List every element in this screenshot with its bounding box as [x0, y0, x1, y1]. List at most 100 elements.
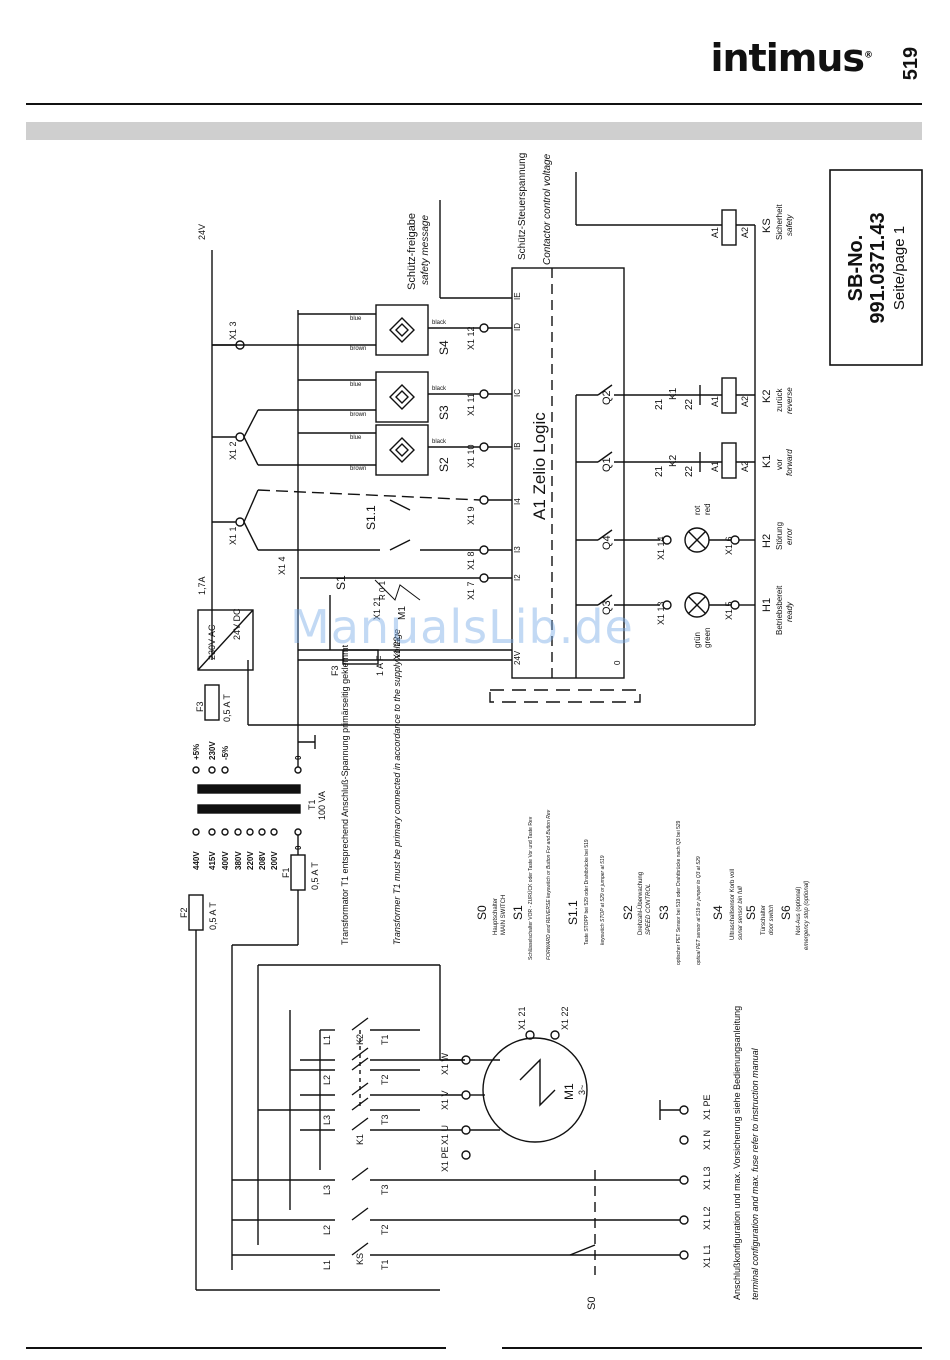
svg-text:Türschalter: Türschalter — [761, 905, 767, 935]
svg-text:L3: L3 — [322, 1115, 332, 1125]
svg-text:T2: T2 — [380, 1074, 390, 1085]
svg-text:A1: A1 — [710, 461, 720, 472]
header-rule — [26, 103, 922, 105]
svg-text:X1 V: X1 V — [440, 1090, 450, 1110]
svg-text:X1 7: X1 7 — [466, 581, 476, 600]
svg-text:21: 21 — [654, 398, 665, 410]
svg-text:H2: H2 — [761, 534, 773, 548]
svg-text:Schütz-Steuerspannung: Schütz-Steuerspannung — [517, 153, 528, 260]
svg-text:safety message: safety message — [420, 215, 431, 285]
svg-text:Q3: Q3 — [601, 600, 613, 615]
svg-text:F1: F1 — [281, 867, 291, 878]
fuse-f3: F3 0,5 A T — [195, 684, 232, 722]
svg-text:0: 0 — [294, 755, 303, 760]
svg-text:3~: 3~ — [577, 1085, 587, 1095]
svg-text:230V: 230V — [208, 741, 217, 760]
svg-text:X1 8: X1 8 — [466, 551, 476, 570]
svg-text:F2: F2 — [179, 907, 189, 918]
svg-text:Drehzahl-Überwachung: Drehzahl-Überwachung — [637, 872, 644, 935]
svg-text:Schlüsselschalter VOR - ZURÜCK: Schlüsselschalter VOR - ZURÜCK oder Tast… — [527, 816, 534, 960]
svg-text:blue: blue — [350, 382, 362, 388]
svg-text:0,5 A T: 0,5 A T — [310, 862, 320, 890]
svg-text:S1.1: S1.1 — [364, 505, 378, 530]
svg-text:S2: S2 — [437, 457, 451, 472]
svg-text:KS: KS — [355, 1253, 365, 1265]
svg-text:ready: ready — [785, 601, 794, 622]
svg-text:S2: S2 — [621, 905, 635, 920]
svg-text:Sicherheit: Sicherheit — [775, 204, 784, 240]
svg-text:S5: S5 — [744, 905, 758, 920]
lamp-h1: X1 13 X1 5 grün green H1 Betriebsbereit … — [656, 585, 794, 648]
svg-text:SPEED CONTROL: SPEED CONTROL — [646, 884, 652, 935]
svg-text:brown: brown — [350, 346, 366, 352]
fuse-main-label: 1,7A — [197, 576, 207, 595]
svg-text:X1 3: X1 3 — [228, 321, 238, 340]
svg-text:Störung: Störung — [775, 522, 784, 550]
power-supply: 230V AC 24V DC — [197, 608, 254, 671]
svg-text:A1: A1 — [710, 227, 720, 238]
footer-rule-right — [502, 1347, 922, 1349]
svg-text:T3: T3 — [380, 1114, 390, 1125]
svg-text:R 0 1: R 0 1 — [378, 580, 387, 600]
grey-band — [26, 122, 922, 140]
svg-text:I4: I4 — [513, 498, 522, 505]
svg-text:K2: K2 — [761, 390, 773, 403]
svg-text:K2: K2 — [668, 454, 679, 467]
svg-text:X1 U: X1 U — [440, 1125, 450, 1145]
svg-text:I2: I2 — [513, 574, 522, 581]
svg-text:S3: S3 — [657, 905, 671, 920]
svg-text:208V: 208V — [258, 851, 267, 870]
svg-text:L3: L3 — [322, 1185, 332, 1195]
svg-text:X1 PE: X1 PE — [440, 1146, 450, 1172]
contactor-k1: K1 — [300, 1047, 420, 1145]
svg-text:reverse: reverse — [785, 387, 794, 414]
svg-text:brown: brown — [350, 412, 366, 418]
svg-text:Q1: Q1 — [601, 457, 613, 472]
svg-text:KS: KS — [761, 218, 773, 233]
svg-text:A2: A2 — [740, 227, 750, 238]
svg-text:IC: IC — [513, 389, 522, 397]
psu-in-label: 230V AC — [207, 624, 217, 660]
svg-text:IE: IE — [513, 292, 522, 300]
plc-outputs: Q2 Q1 Q4 Q3 — [575, 384, 680, 678]
sensor-s2: S2 X1 10 blue brown black — [258, 424, 512, 476]
svg-text:22: 22 — [684, 398, 695, 410]
sb-number: 991.0371.43 — [867, 212, 889, 323]
brand-logo: intimus® — [710, 36, 873, 80]
svg-text:T2: T2 — [380, 1224, 390, 1235]
svg-text:440V: 440V — [192, 851, 201, 870]
svg-text:A2: A2 — [740, 396, 750, 407]
svg-text:X1 21: X1 21 — [517, 1006, 527, 1030]
svg-text:X1 6: X1 6 — [724, 536, 734, 555]
svg-text:X1 9: X1 9 — [466, 506, 476, 525]
svg-text:optical PET sensor at 519 or j: optical PET sensor at 519 or jumper to Q… — [696, 856, 702, 965]
switch-s1: S1.1 S1 R 0 1 M1 X1 9 X1 8 X1 7 X1 21 X1… — [257, 489, 512, 660]
svg-text:X1 11: X1 11 — [466, 393, 476, 416]
transformer-t1: +5% 230V -5% 0 440V 415V 400V 380V 220V … — [192, 735, 327, 870]
svg-text:S6: S6 — [779, 905, 793, 920]
svg-text:Not-Aus (optional): Not-Aus (optional) — [796, 887, 802, 935]
svg-text:24V: 24V — [513, 650, 522, 665]
svg-text:IB: IB — [513, 442, 522, 450]
svg-text:forward: forward — [785, 449, 794, 476]
svg-text:1 A F: 1 A F — [375, 655, 385, 676]
svg-text:X1 1: X1 1 — [228, 526, 238, 545]
svg-text:black: black — [432, 439, 447, 445]
sensor-s4: S4 X1 12 blue brown black — [212, 304, 512, 356]
svg-text:door switch: door switch — [769, 904, 775, 935]
svg-text:L1: L1 — [322, 1035, 332, 1045]
svg-text:Betriebsbereit: Betriebsbereit — [775, 585, 784, 635]
svg-text:F3: F3 — [195, 701, 205, 712]
svg-text:X1 5: X1 5 — [724, 601, 734, 620]
svg-text:brown: brown — [350, 466, 366, 472]
svg-text:zurück: zurück — [775, 387, 784, 412]
watermark: ManualsLib.de — [290, 600, 634, 654]
svg-text:22: 22 — [684, 465, 695, 477]
safety-labels: Schütz-freigabe safety message Schütz-St… — [406, 153, 553, 290]
svg-text:X1 12: X1 12 — [466, 326, 476, 350]
svg-text:vor: vor — [775, 459, 784, 470]
svg-text:blue: blue — [350, 316, 362, 322]
svg-text:X1 21: X1 21 — [372, 596, 382, 620]
svg-text:S1.1: S1.1 — [566, 900, 580, 925]
